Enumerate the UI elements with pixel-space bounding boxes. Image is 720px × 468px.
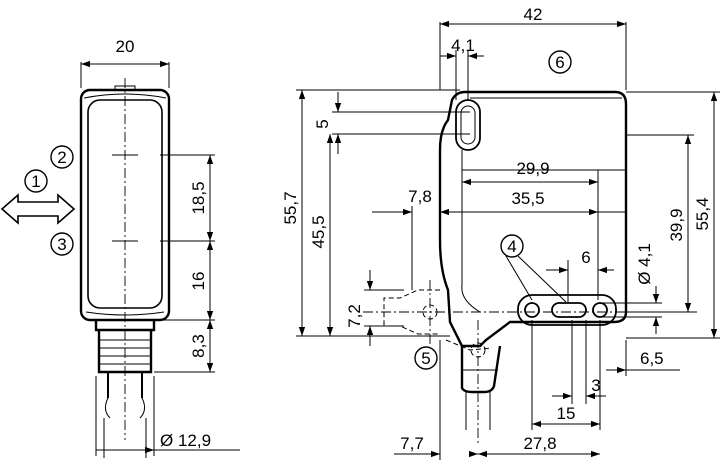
dim-cable-diameter: Ø 12,9 [160, 431, 211, 450]
dim-front-width: 20 [116, 37, 135, 56]
dim-side-height: 45,5 [309, 215, 328, 248]
dim-bottom-left: 7,7 [400, 434, 424, 453]
dim-slot-1: 3 [591, 376, 600, 395]
callout-5: 5 [421, 349, 430, 368]
dim-depth-1: 29,9 [516, 159, 549, 178]
dim-lens-top: 5 [313, 119, 332, 128]
lens-slot [455, 99, 481, 151]
dim-height-1: 39,9 [667, 208, 686, 241]
dim-mount-spacing: 6 [581, 248, 590, 267]
dim-front-upper: 18,5 [189, 181, 208, 214]
dim-lens-offset: 4,1 [451, 36, 475, 55]
mount-hole-right [592, 302, 608, 318]
callout-3: 3 [57, 235, 66, 254]
callout-1: 1 [31, 172, 40, 191]
dim-height-2: 55,4 [693, 197, 712, 230]
mount-slot [551, 302, 587, 318]
front-view: 20 18,5 16 8,3 Ø 12,9 1 2 3 [0, 37, 240, 458]
front-connector [94, 320, 156, 332]
side-housing [438, 90, 628, 348]
dim-connector-height: 8,3 [189, 334, 208, 358]
dim-bottom-right: 27,8 [523, 434, 556, 453]
dim-optical-axis: 7,8 [408, 187, 432, 206]
dim-depth-2: 35,5 [511, 189, 544, 208]
dim-slot-2: 15 [557, 404, 576, 423]
front-cable [107, 372, 143, 398]
callout-2: 2 [57, 148, 66, 167]
dim-slot-offset: 7,2 [345, 304, 364, 328]
callout-6: 6 [555, 53, 564, 72]
dim-front-lower: 16 [189, 272, 208, 291]
side-view: 42 4,1 5 55,7 45,5 7,8 29,9 35,5 [281, 5, 720, 460]
callout-4: 4 [507, 237, 516, 256]
dim-total-height: 55,7 [281, 191, 300, 224]
mount-hole-left [524, 302, 540, 318]
dim-hole-diameter: Ø 4,1 [635, 243, 654, 285]
direction-arrow-icon [0, 193, 76, 225]
dim-side-width: 42 [524, 5, 543, 24]
dim-foot-right: 6,5 [640, 349, 664, 368]
